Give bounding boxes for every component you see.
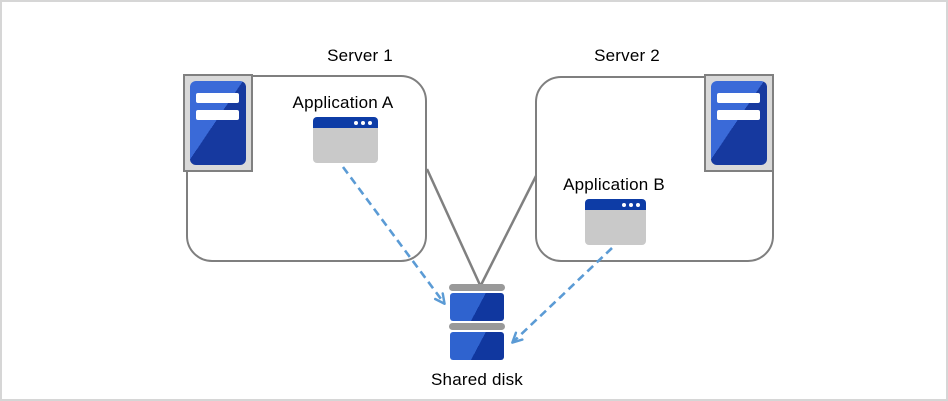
server-drive-slot: [196, 93, 239, 103]
server1-tower-icon: [183, 74, 253, 172]
window-titlebar: [585, 199, 646, 210]
edge-server2-to-disk: [479, 175, 538, 286]
application-a-label: Application A: [292, 93, 394, 112]
window-dot-icon: [629, 202, 633, 207]
window-body: [585, 210, 646, 245]
disk-unit: [450, 332, 504, 360]
disk-platter-cap: [449, 323, 505, 330]
shared-disk-icon: [449, 284, 505, 360]
server2-tower-icon: [704, 74, 774, 172]
server1-label: Server 1: [327, 46, 393, 65]
server-tower-body: [711, 81, 767, 165]
edge-app-a-to-disk-arrow: [341, 166, 446, 305]
window-dot-icon: [361, 120, 365, 125]
application-b-label: Application B: [563, 175, 665, 194]
application-b-window-icon: [585, 199, 646, 245]
edge-app-b-to-disk-arrow: [511, 247, 613, 344]
edge-server1-to-disk: [425, 168, 482, 286]
window-dot-icon: [622, 202, 626, 207]
disk-platter-cap: [449, 284, 505, 291]
shared-disk-label: Shared disk: [431, 370, 523, 389]
server-drive-slot: [196, 110, 239, 120]
server-drive-slot: [717, 93, 760, 103]
disk-unit: [450, 293, 504, 321]
window-dot-icon: [354, 120, 358, 125]
application-a-window-icon: [313, 117, 378, 163]
server2-label: Server 2: [594, 46, 660, 65]
window-dot-icon: [636, 202, 640, 207]
window-titlebar: [313, 117, 378, 128]
server-tower-body: [190, 81, 246, 165]
window-dot-icon: [368, 120, 372, 125]
window-body: [313, 128, 378, 163]
server-drive-slot: [717, 110, 760, 120]
